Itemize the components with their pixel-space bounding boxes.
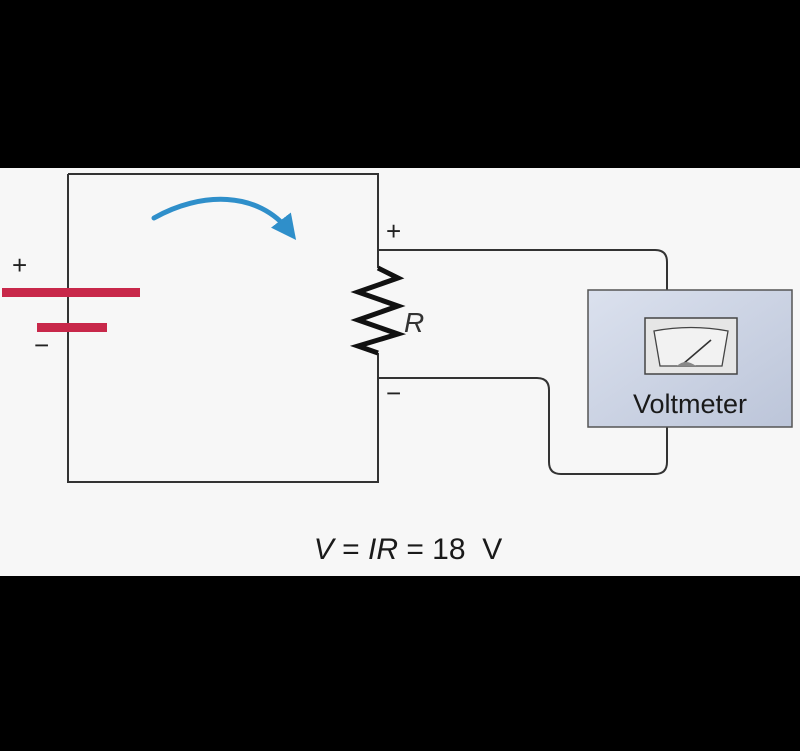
equation-equals-1: =	[334, 533, 368, 566]
resistor-minus-sign: −	[386, 378, 401, 408]
top-wire	[68, 173, 379, 268]
voltmeter: Voltmeter	[587, 289, 793, 428]
negative-lead-wire	[378, 377, 668, 475]
equation-ir: IR	[368, 533, 398, 566]
resistor-plus-sign: +	[386, 216, 401, 246]
ohms-law-equation: V = IR = 18 V	[314, 533, 502, 566]
analog-gauge-icon	[644, 317, 738, 375]
battery: + −	[2, 250, 140, 360]
battery-long-plate	[2, 288, 140, 297]
voltmeter-label: Voltmeter	[633, 389, 747, 419]
resistor-zigzag	[349, 265, 407, 356]
resistor-label: R	[404, 307, 424, 338]
equation-result: = 18 V	[398, 533, 502, 566]
current-direction-arrow-icon	[151, 196, 297, 240]
battery-minus-sign: −	[34, 330, 49, 360]
equation-v: V	[314, 533, 337, 566]
battery-plus-sign: +	[12, 250, 27, 280]
battery-short-plate	[37, 323, 107, 332]
positive-lead-wire	[378, 249, 668, 290]
